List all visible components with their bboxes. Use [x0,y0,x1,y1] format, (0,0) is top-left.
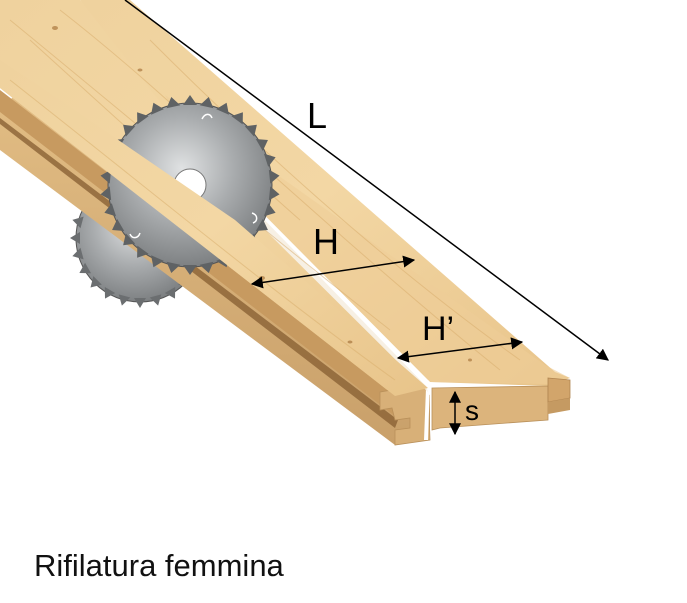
width-prime-label: H’ [422,310,454,348]
length-label: L [307,95,327,136]
diagram-caption: Rifilatura femmina [34,548,284,583]
length-dimension-line [124,0,609,361]
thickness-label: s [465,395,479,426]
width-dimension-line [250,255,416,289]
width-label: H [313,221,339,262]
width-prime-dimension-line [396,337,524,363]
board-foreground [0,60,428,396]
